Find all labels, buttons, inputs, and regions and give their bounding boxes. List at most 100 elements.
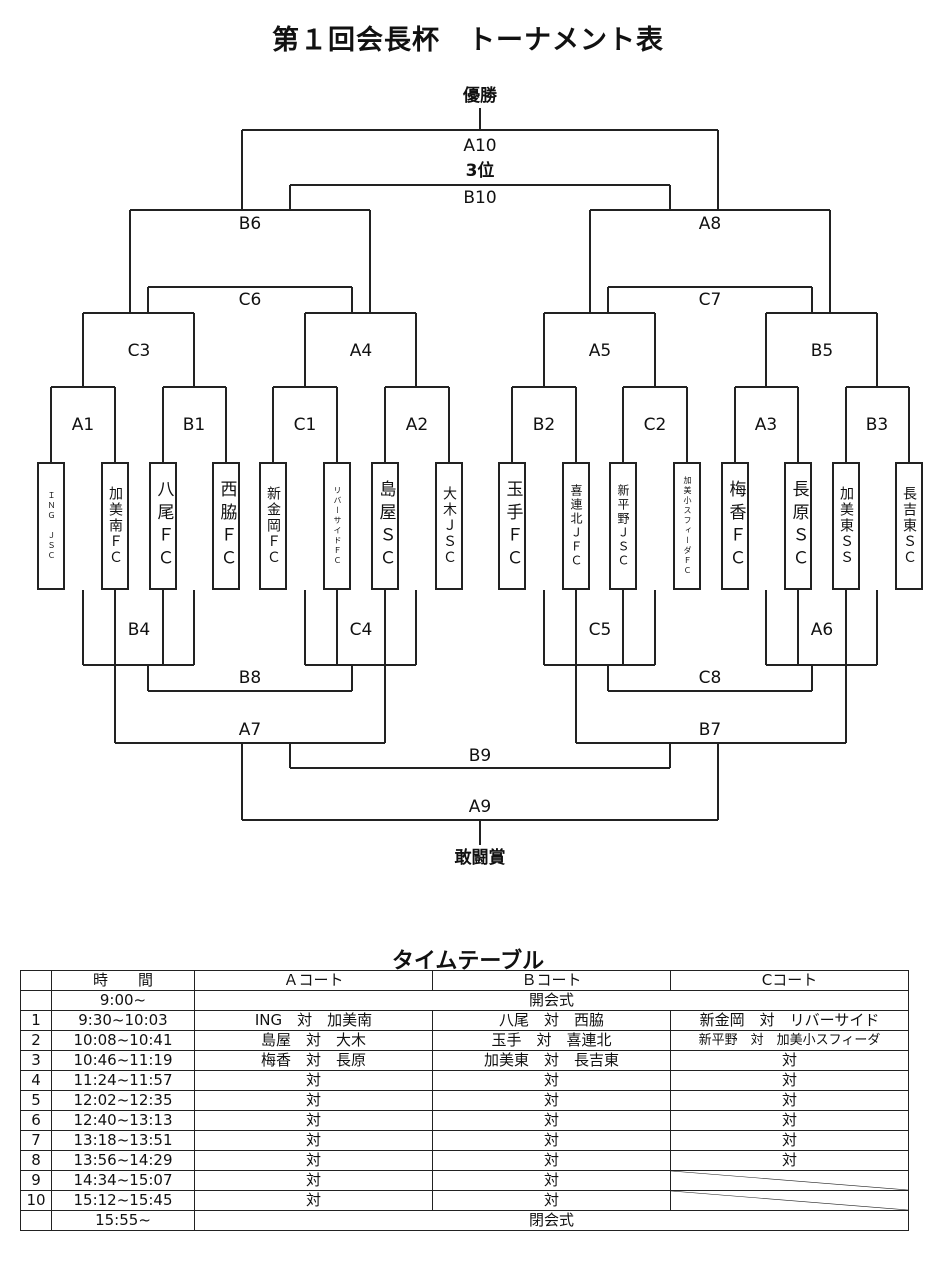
team-box: 西脇ＦＣ bbox=[212, 462, 240, 590]
team-box: リバーサイドＦＣ bbox=[323, 462, 351, 590]
match-label-a7: A7 bbox=[238, 720, 262, 740]
match-label-c8: C8 bbox=[698, 668, 722, 688]
team-name: 新平野ＪＳＣ bbox=[616, 484, 630, 568]
court-b-match: 対 bbox=[432, 1110, 671, 1131]
match-label-a5: A5 bbox=[588, 341, 612, 361]
court-a-match: 対 bbox=[194, 1170, 433, 1191]
court-c-empty-slash bbox=[670, 1190, 909, 1211]
court-b-match: 対 bbox=[432, 1070, 671, 1091]
court-a-match: 対 bbox=[194, 1110, 433, 1131]
match-label-c7: C7 bbox=[698, 290, 722, 310]
match-label-c1: C1 bbox=[293, 415, 317, 435]
row-time: 13:56~14:29 bbox=[51, 1150, 195, 1171]
match-label-b4: B4 bbox=[127, 620, 151, 640]
opening-no bbox=[20, 990, 52, 1011]
third-place-label: 3位 bbox=[465, 161, 495, 181]
match-label-b1: B1 bbox=[182, 415, 206, 435]
team-name: リバーサイドＦＣ bbox=[333, 486, 342, 566]
court-a-match: ING 対 加美南 bbox=[194, 1010, 433, 1031]
court-c-match: 新平野 対 加美小スフィーダ bbox=[670, 1030, 909, 1051]
team-name: 梅香ＦＣ bbox=[725, 480, 746, 572]
team-name: 加美東ＳＳ bbox=[838, 486, 854, 566]
row-number: 8 bbox=[20, 1150, 52, 1171]
row-time: 11:24~11:57 bbox=[51, 1070, 195, 1091]
court-a-match: 対 bbox=[194, 1070, 433, 1091]
team-name: 玉手ＦＣ bbox=[502, 480, 523, 572]
match-label-b7: B7 bbox=[698, 720, 722, 740]
team-box: 加美小スフィーダＦＣ bbox=[673, 462, 701, 590]
match-label-b3: B3 bbox=[865, 415, 889, 435]
row-number: 5 bbox=[20, 1090, 52, 1111]
opening-event: 開会式 bbox=[194, 990, 909, 1011]
row-time: 14:34~15:07 bbox=[51, 1170, 195, 1191]
row-number: 6 bbox=[20, 1110, 52, 1131]
court-b-match: 加美東 対 長吉東 bbox=[432, 1050, 671, 1071]
row-number: 10 bbox=[20, 1190, 52, 1211]
row-number: 9 bbox=[20, 1170, 52, 1191]
match-label-c2: C2 bbox=[643, 415, 667, 435]
court-a-match: 対 bbox=[194, 1090, 433, 1111]
match-label-a1: A1 bbox=[71, 415, 95, 435]
header-court-b: Ｂコート bbox=[432, 970, 671, 991]
court-c-match: 対 bbox=[670, 1110, 909, 1131]
team-box: 加美南ＦＣ bbox=[101, 462, 129, 590]
team-box: 長吉東ＳＣ bbox=[895, 462, 923, 590]
match-label-a10: A10 bbox=[463, 136, 497, 156]
row-number: 1 bbox=[20, 1010, 52, 1031]
court-c-match: 対 bbox=[670, 1090, 909, 1111]
team-box: 大木ＪＳＣ bbox=[435, 462, 463, 590]
court-c-empty-slash bbox=[670, 1170, 909, 1191]
match-label-b8: B8 bbox=[238, 668, 262, 688]
champion-label: 優勝 bbox=[463, 86, 497, 106]
team-name: 長原ＳＣ bbox=[788, 480, 809, 572]
match-label-c3: C3 bbox=[127, 341, 151, 361]
team-box: 喜連北ＪＦＣ bbox=[562, 462, 590, 590]
header-court-a: Ａコート bbox=[194, 970, 433, 991]
row-time: 13:18~13:51 bbox=[51, 1130, 195, 1151]
row-time: 10:46~11:19 bbox=[51, 1050, 195, 1071]
court-c-match: 対 bbox=[670, 1070, 909, 1091]
team-name: 喜連北ＪＦＣ bbox=[569, 484, 583, 568]
team-name: 大木ＪＳＣ bbox=[441, 486, 457, 566]
match-label-c5: C5 bbox=[588, 620, 612, 640]
team-box: 新金岡ＦＣ bbox=[259, 462, 287, 590]
court-c-match: 対 bbox=[670, 1130, 909, 1151]
match-label-b10: B10 bbox=[463, 188, 497, 208]
opening-time: 9:00~ bbox=[51, 990, 195, 1011]
closing-row: 15:55~ 閉会式 bbox=[20, 1210, 909, 1231]
closing-time: 15:55~ bbox=[51, 1210, 195, 1231]
court-a-match: 対 bbox=[194, 1130, 433, 1151]
match-label-c4: C4 bbox=[349, 620, 373, 640]
header-court-c: Cコート bbox=[670, 970, 909, 991]
opening-row: 9:00~ 開会式 bbox=[20, 990, 909, 1011]
page-title: 第１回会長杯 トーナメント表 bbox=[272, 25, 664, 56]
team-name: 新金岡ＦＣ bbox=[265, 486, 281, 566]
header-no bbox=[20, 970, 52, 991]
team-box: 八尾ＦＣ bbox=[149, 462, 177, 590]
team-box: 新平野ＪＳＣ bbox=[609, 462, 637, 590]
header-time: 時 間 bbox=[51, 970, 195, 991]
team-box: 長原ＳＣ bbox=[784, 462, 812, 590]
match-label-a2: A2 bbox=[405, 415, 429, 435]
court-b-match: 八尾 対 西脇 bbox=[432, 1010, 671, 1031]
court-a-match: 対 bbox=[194, 1150, 433, 1171]
team-name: 西脇ＦＣ bbox=[216, 480, 237, 572]
team-name: 加美南ＦＣ bbox=[107, 486, 123, 566]
team-box: 島屋ＳＣ bbox=[371, 462, 399, 590]
match-label-c6: C6 bbox=[238, 290, 262, 310]
match-label-b5: B5 bbox=[810, 341, 834, 361]
court-b-match: 対 bbox=[432, 1170, 671, 1191]
row-time: 12:40~13:13 bbox=[51, 1110, 195, 1131]
match-label-b2: B2 bbox=[532, 415, 556, 435]
row-number: 4 bbox=[20, 1070, 52, 1091]
closing-event: 閉会式 bbox=[194, 1210, 909, 1231]
